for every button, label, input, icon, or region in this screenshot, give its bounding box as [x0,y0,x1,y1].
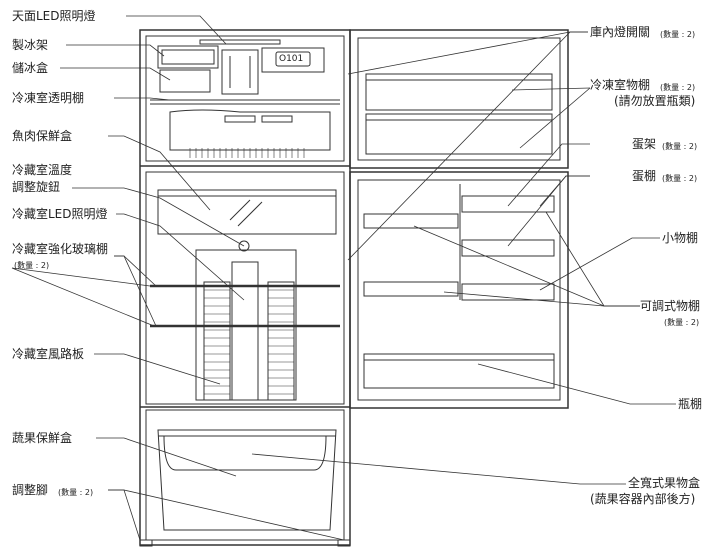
label-glass-shelf-qty: (數量 : 2) [14,261,50,270]
label-door-switch: 庫內燈開關 [590,25,651,39]
label-egg-rack-qty: (數量 : 2) [662,142,698,151]
label-egg-rack: 蛋架 [632,137,657,151]
freezer-shelf [150,99,340,151]
label-adjustable-shelf-qty: (數量 : 2) [664,318,700,327]
label-fruit-box-line1: 全寬式果物盒 [628,476,701,490]
temperature-knob [238,240,250,252]
label-adjustable-shelf: 可調式物棚 [640,299,701,313]
label-small-shelf: 小物棚 [662,231,699,245]
label-ceiling-led: 天面LED照明燈 [12,9,96,23]
label-egg-shelf-qty: (數量 : 2) [662,174,698,183]
leader-lines [11,15,676,541]
label-freezer-door-shelf-qty: (數量 : 2) [660,83,696,92]
label-freezer-door-shelf-note: (請勿放置瓶類) [614,94,696,108]
control-panel-display [275,51,311,67]
label-fruit-box-line2: (蔬果容器內部後方) [590,492,696,506]
label-ice-box: 儲冰盒 [12,61,49,75]
label-leveling-feet: 調整腳 [12,483,49,497]
label-meat-fish-box: 魚肉保鮮盒 [12,129,73,143]
label-freezer-shelf: 冷凍室透明棚 [12,91,85,105]
label-temp-knob-line2: 調整旋鈕 [12,180,61,194]
label-crisper: 蔬果保鮮盒 [12,431,73,445]
air-duct-grille [204,289,294,395]
label-ice-maker: 製冰架 [12,38,49,52]
crisper-drawer [157,429,337,531]
freezer-fan-grille [189,148,305,158]
freezer-door [349,29,569,169]
fridge-door [349,171,569,409]
fridge-body [139,29,351,546]
label-freezer-door-shelf: 冷凍室物棚 [590,78,651,92]
label-bottle-shelf: 瓶棚 [678,397,703,411]
label-glass-shelf: 冷藏室強化玻璃棚 [12,242,109,256]
label-leveling-feet-qty: (數量 : 2) [58,488,94,497]
label-temp-knob-line1: 冷藏室溫度 [12,163,73,177]
meat-fish-box [157,189,337,235]
label-air-duct: 冷藏室風路板 [12,347,85,361]
label-door-switch-qty: (數量 : 2) [660,30,696,39]
ice-maker-unit [157,39,325,95]
label-fridge-led: 冷藏室LED照明燈 [12,207,108,221]
label-egg-shelf: 蛋棚 [632,169,657,183]
control-display-text: O101 [279,54,304,64]
glass-shelves [150,284,340,328]
